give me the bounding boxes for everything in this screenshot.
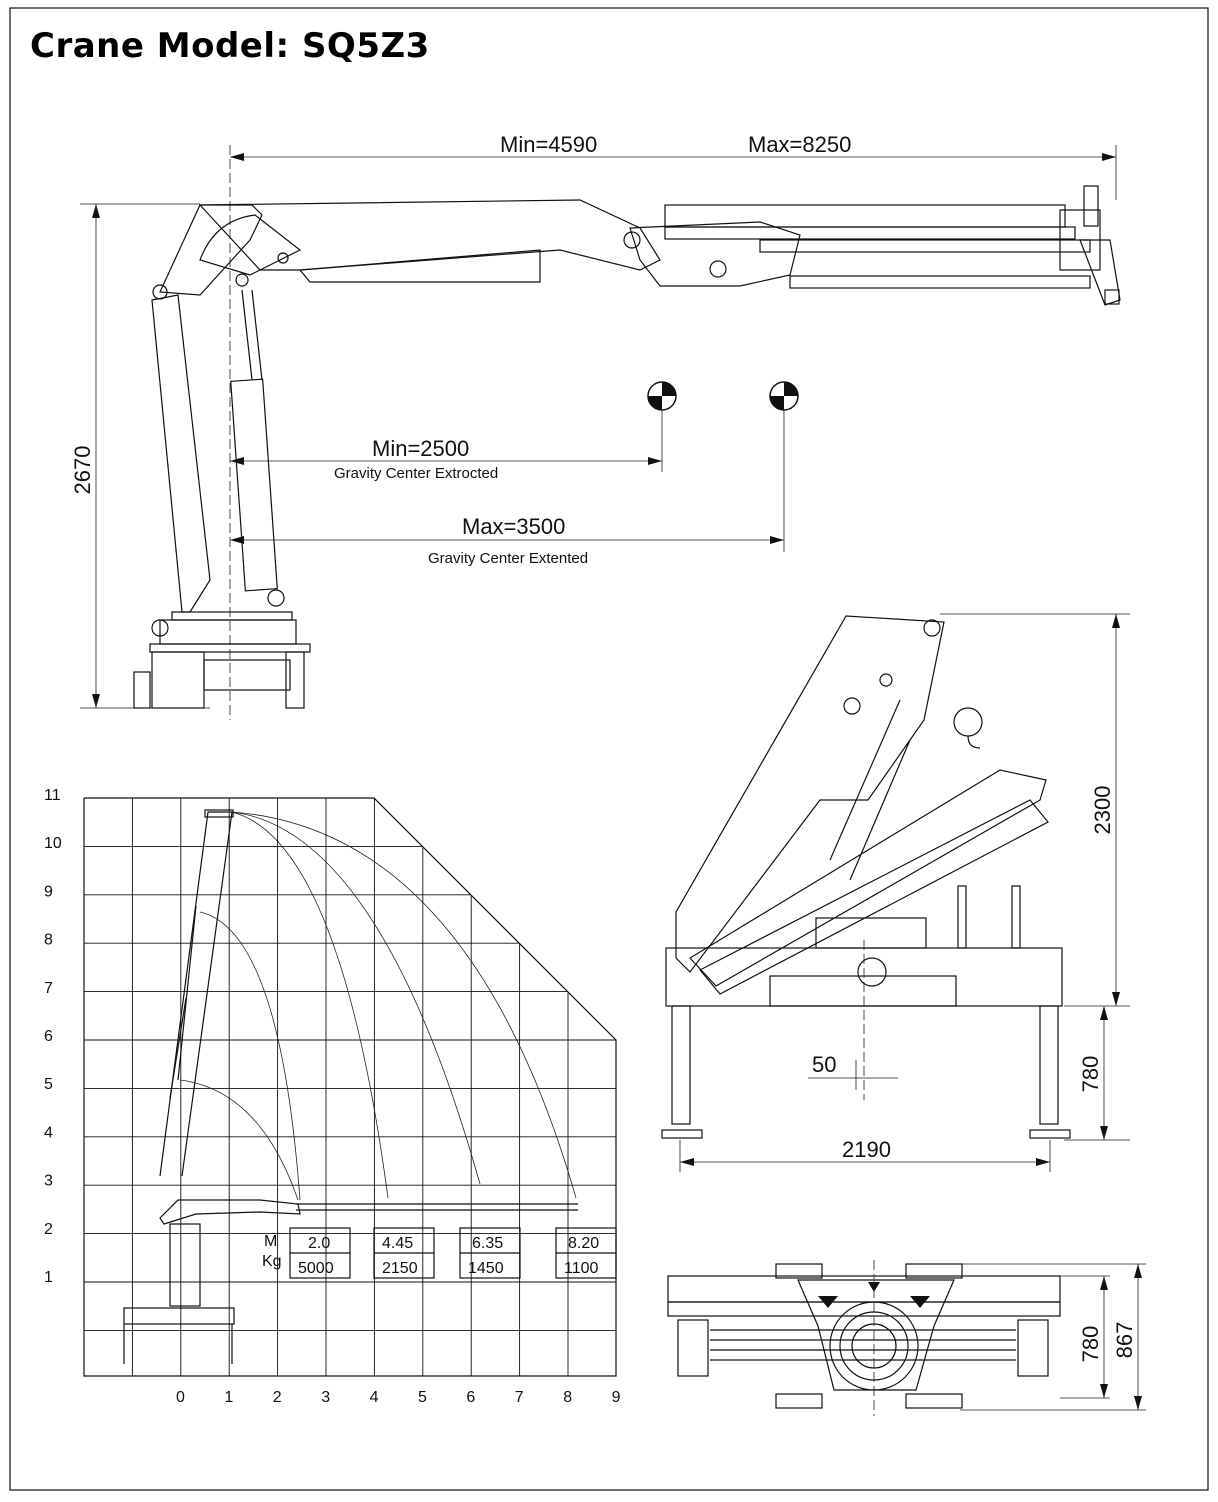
y-tick-label: 7 bbox=[44, 980, 53, 997]
load-cell: 1450 bbox=[468, 1260, 504, 1277]
load-cell: 1100 bbox=[564, 1260, 599, 1277]
y-tick-label: 2 bbox=[44, 1221, 53, 1238]
load-cell: 5000 bbox=[298, 1260, 334, 1277]
page-title: Crane Model: SQ5Z3 bbox=[30, 26, 430, 66]
sheet-border bbox=[9, 7, 1209, 1491]
top-inner-dim: 780 bbox=[1078, 1326, 1103, 1363]
distance-cell: 8.20 bbox=[568, 1235, 599, 1252]
x-tick-label: 0 bbox=[176, 1389, 185, 1406]
x-tick-label: 9 bbox=[612, 1389, 621, 1406]
x-tick-label: 3 bbox=[321, 1389, 330, 1406]
leg-height-label: 780 bbox=[1078, 1056, 1103, 1093]
x-tick-label: 5 bbox=[418, 1389, 427, 1406]
gravity-center-max-marker bbox=[769, 381, 799, 552]
top-outer-dim: 867 bbox=[1112, 1322, 1137, 1359]
gravity-center-min-marker bbox=[647, 381, 677, 472]
y-tick-label: 6 bbox=[44, 1028, 53, 1045]
width-label: 2190 bbox=[842, 1137, 891, 1162]
gc-max-label: Max=3500 bbox=[462, 514, 565, 539]
load-chart: 11 10 9 8 7 6 5 4 3 2 1 0 1 2 3 4 5 6 7 8 9 bbox=[44, 787, 621, 1406]
y-tick-label: 3 bbox=[44, 1173, 53, 1190]
height-label: 2670 bbox=[70, 446, 95, 495]
gc-max-caption: Gravity Center Extented bbox=[428, 550, 588, 567]
x-tick-label: 2 bbox=[273, 1389, 282, 1406]
top-view: 780 867 bbox=[667, 1260, 1146, 1416]
x-tick-label: 1 bbox=[224, 1389, 233, 1406]
y-tick-label: 8 bbox=[44, 932, 53, 949]
reach-min-label: Min=4590 bbox=[500, 132, 597, 157]
table-row-label-kg: Kg bbox=[262, 1253, 282, 1270]
load-cell: 2150 bbox=[382, 1260, 418, 1277]
gc-min-label: Min=2500 bbox=[372, 436, 469, 461]
y-tick-label: 5 bbox=[44, 1076, 53, 1093]
front-height-label: 2300 bbox=[1090, 786, 1115, 835]
reach-max-label: Max=8250 bbox=[748, 132, 851, 157]
x-tick-label: 7 bbox=[515, 1389, 524, 1406]
x-tick-label: 4 bbox=[370, 1389, 379, 1406]
table-row-label-m: M bbox=[264, 1233, 277, 1250]
x-tick-label: 8 bbox=[563, 1389, 572, 1406]
y-tick-label: 9 bbox=[44, 883, 53, 900]
y-tick-label: 11 bbox=[44, 787, 61, 804]
distance-cell: 6.35 bbox=[472, 1235, 503, 1252]
x-tick-label: 6 bbox=[466, 1389, 475, 1406]
side-view: Min=4590 Max=8250 2670 bbox=[70, 132, 1121, 720]
offset-label: 50 bbox=[812, 1052, 836, 1077]
front-view: 2300 780 bbox=[661, 613, 1130, 1172]
y-tick-label: 1 bbox=[44, 1269, 53, 1286]
distance-cell: 2.0 bbox=[308, 1235, 330, 1252]
y-tick-label: 10 bbox=[44, 835, 62, 852]
gc-min-caption: Gravity Center Extrocted bbox=[334, 465, 498, 482]
distance-cell: 4.45 bbox=[382, 1235, 413, 1252]
y-tick-label: 4 bbox=[44, 1124, 53, 1141]
